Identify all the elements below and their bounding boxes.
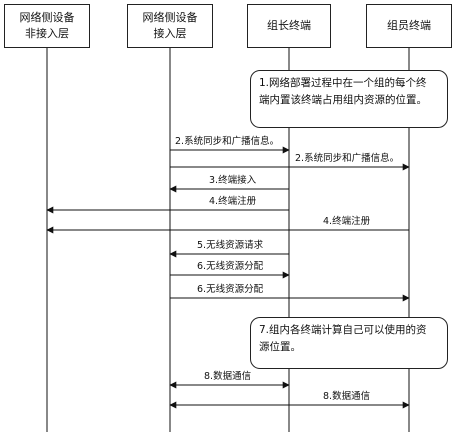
actor-label-line1: 网络侧设备 — [142, 11, 198, 24]
msg-label: 3.终端接入 — [208, 175, 258, 187]
actor-label-line2: 非接入层 — [25, 27, 69, 40]
note-step-1: 1.网络部署过程中在一个组的每个终 端内置该终端占用组内资源的位置。 — [250, 70, 448, 128]
msg-label: 5.无线资源请求 — [196, 240, 265, 252]
note-line2: 端内置该终端占用组内资源的位置。 — [259, 94, 427, 106]
actor-group-member: 组员终端 — [366, 4, 452, 48]
msg-label: 6.无线资源分配 — [196, 284, 265, 296]
actor-network-access: 网络侧设备 接入层 — [127, 4, 213, 48]
actor-group-leader: 组长终端 — [247, 4, 331, 48]
msg-label: 6.无线资源分配 — [196, 261, 265, 273]
actor-label: 组长终端 — [267, 19, 311, 32]
actor-label: 组员终端 — [387, 19, 431, 32]
note-line1: 1.网络部署过程中在一个组的每个终 — [259, 77, 427, 89]
actor-network-nas: 网络侧设备 非接入层 — [4, 4, 90, 48]
msg-label: 4.终端注册 — [322, 216, 372, 228]
msg-label: 2.系统同步和广播信息。 — [294, 153, 401, 165]
note-line1: 7.组内各终端计算自己可以使用的资 — [259, 324, 427, 336]
actor-label-line2: 接入层 — [153, 27, 187, 40]
msg-label: 8.数据通信 — [322, 391, 372, 403]
msg-label: 8.数据通信 — [203, 371, 253, 383]
msg-label: 2.系统同步和广播信息。 — [174, 136, 281, 148]
msg-label: 4.终端注册 — [208, 196, 258, 208]
actor-label-line1: 网络侧设备 — [19, 11, 75, 24]
note-step-7: 7.组内各终端计算自己可以使用的资 源位置。 — [250, 317, 448, 369]
note-line2: 源位置。 — [259, 341, 301, 353]
